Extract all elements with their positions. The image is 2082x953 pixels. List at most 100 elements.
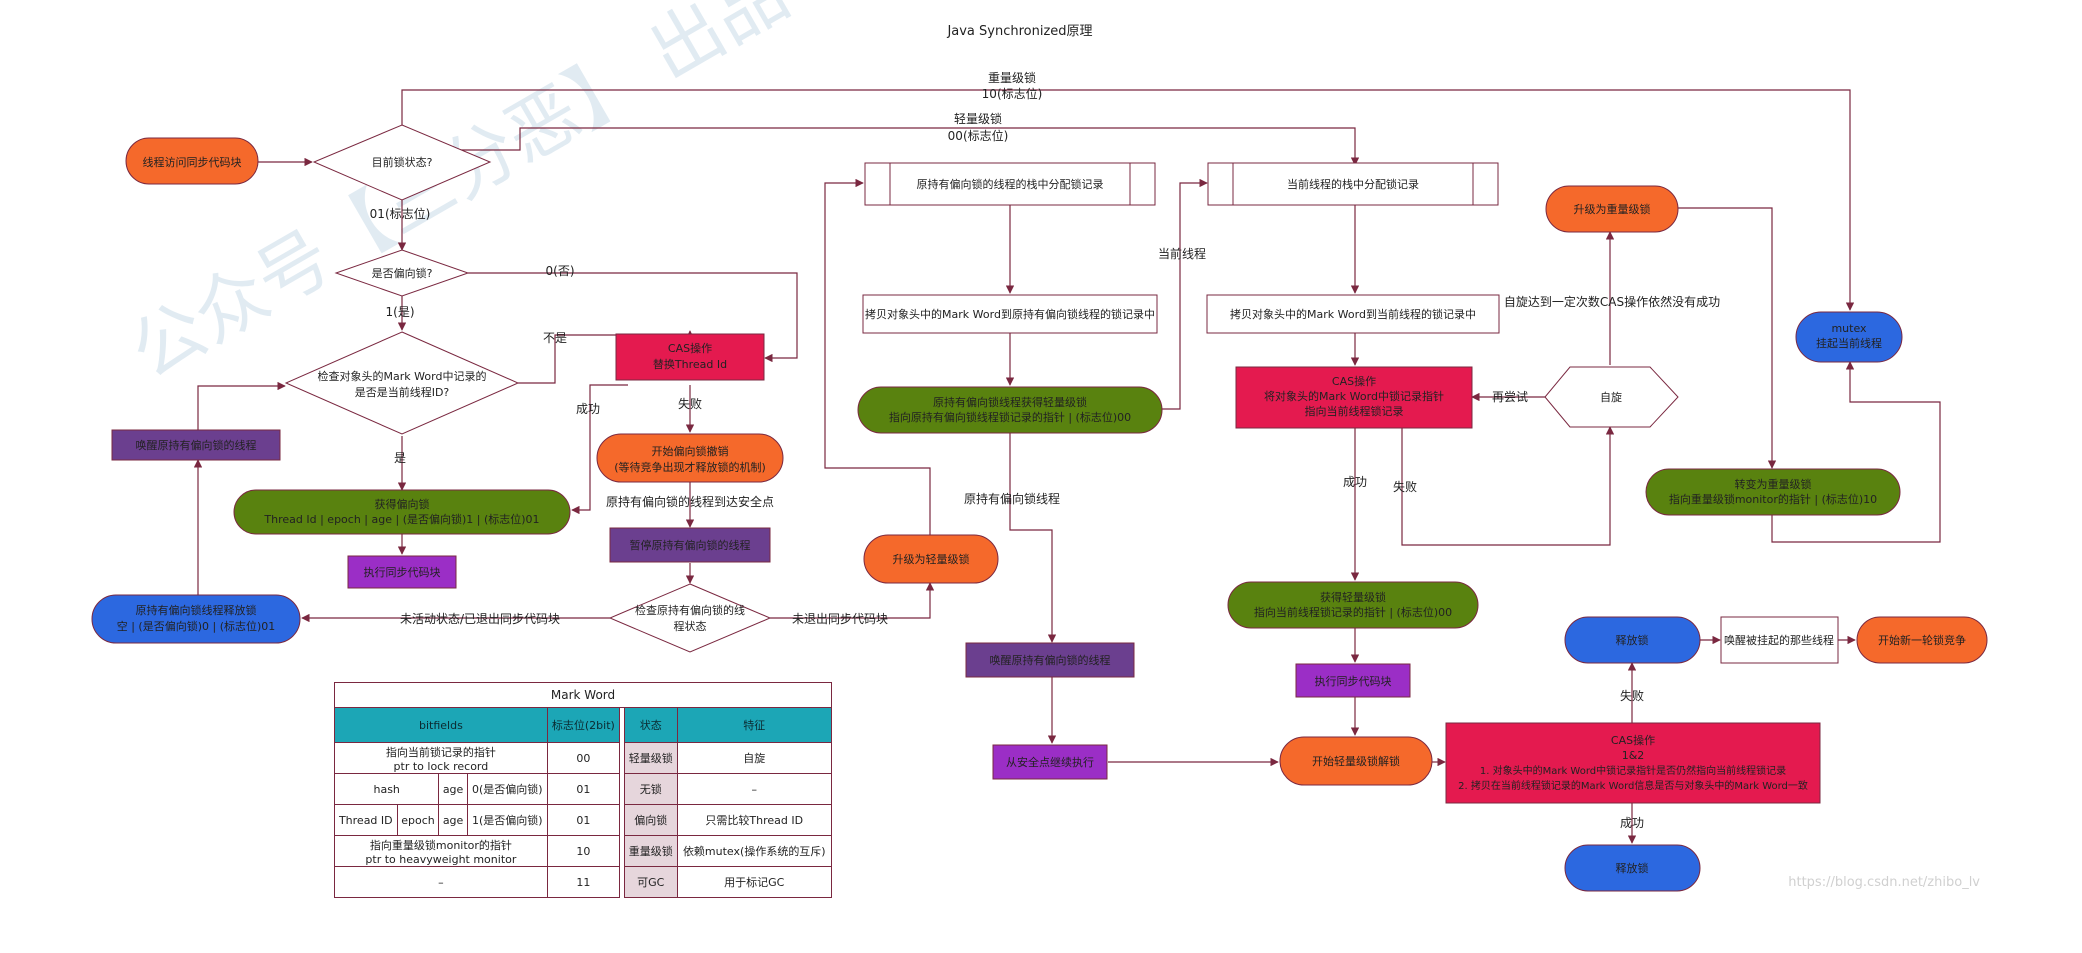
edge-label-success: 成功 — [576, 402, 600, 416]
svg-text:指向当前线程锁记录的指针 | (标志位)00: 指向当前线程锁记录的指针 | (标志位)00 — [1254, 605, 1452, 619]
diagram-title: Java Synchronized原理 — [946, 24, 1092, 39]
node-to-heavy: 转变为重量级锁 指向重量级锁monitor的指针 | (标志位)10 — [1645, 468, 1901, 516]
flag-cell: 01 — [546, 804, 620, 836]
feature-cell: 依赖mutex(操作系统的互斥) — [676, 835, 833, 867]
svg-text:升级为轻量级锁: 升级为轻量级锁 — [893, 552, 970, 566]
node-is-biased: 是否偏向锁? — [334, 249, 470, 297]
svg-text:挂起当前线程: 挂起当前线程 — [1816, 336, 1882, 350]
edge-label-fail2: 失败 — [1393, 479, 1417, 494]
edge-label-fail: 失败 — [678, 396, 702, 411]
edge-label-current-thread: 当前线程 — [1158, 246, 1206, 261]
edge-label-yes: 是 — [394, 451, 406, 465]
mark-word-title: Mark Word — [334, 682, 832, 708]
bits-cell: epoch — [396, 804, 440, 836]
svg-text:获得偏向锁: 获得偏向锁 — [375, 497, 430, 511]
svg-text:原持有偏向锁的线程的栈中分配锁记录: 原持有偏向锁的线程的栈中分配锁记录 — [917, 177, 1104, 191]
svg-text:检查对象头的Mark Word中记录的: 检查对象头的Mark Word中记录的 — [318, 369, 487, 383]
mark-word-header-row: bitfields 标志位(2bit) 状态 特征 — [334, 707, 833, 743]
bits-text: 指向重量级锁monitor的指针 — [369, 838, 512, 852]
node-get-biased: 获得偏向锁 Thread Id | epoch | age | (是否偏向锁)1… — [233, 489, 571, 535]
feature-cell: 只需比较Thread ID — [676, 804, 833, 836]
svg-text:指向原持有偏向锁线程锁记录的指针 | (标志位)00: 指向原持有偏向锁线程锁记录的指针 | (标志位)00 — [889, 410, 1131, 424]
node-wake-holder: 唤醒原持有偏向锁的线程 — [965, 642, 1135, 678]
svg-text:CAS操作: CAS操作 — [1611, 733, 1655, 747]
table-row: hash age 0(是否偏向锁) 01 无锁 – — [333, 773, 833, 805]
node-upgrade-light: 升级为轻量级锁 — [863, 534, 999, 584]
node-exec-sync-2: 执行同步代码块 — [1295, 663, 1411, 698]
bits-cell: age — [438, 804, 468, 836]
node-release-fail: 释放锁 — [1564, 616, 1701, 664]
svg-text:原持有偏向锁线程释放锁: 原持有偏向锁线程释放锁 — [136, 603, 257, 617]
bits-cell: – — [334, 866, 548, 898]
node-revoke-start: 开始偏向锁撤销 (等待竞争出现才释放锁的机制) — [596, 433, 784, 483]
edge-label-spin-limit: 自旋达到一定次数CAS操作依然没有成功 — [1504, 294, 1720, 309]
edge-label-holder-thread: 原持有偏向锁线程 — [964, 491, 1060, 506]
table-row: – 11 可GC 用于标记GC — [334, 866, 833, 898]
svg-text:拷贝对象头中的Mark Word到原持有偏向锁线程的锁记录中: 拷贝对象头中的Mark Word到原持有偏向锁线程的锁记录中 — [865, 307, 1155, 321]
table-gap — [618, 742, 625, 774]
bits-cell: 1(是否偏向锁) — [466, 804, 548, 836]
node-new-round: 开始新一轮锁竞争 — [1856, 616, 1988, 664]
svg-text:替换Thread Id: 替换Thread Id — [653, 357, 727, 371]
mark-word-table: Mark Word bitfields 标志位(2bit) 状态 特征 指向当前… — [333, 682, 833, 898]
table-gap — [618, 773, 625, 805]
header-bitfields: bitfields — [334, 707, 548, 743]
svg-text:1. 对象头中的Mark Word中锁记录指针是否仍然指向当: 1. 对象头中的Mark Word中锁记录指针是否仍然指向当前线程锁记录 — [1480, 764, 1786, 777]
svg-text:升级为重量级锁: 升级为重量级锁 — [1574, 202, 1651, 216]
svg-text:拷贝对象头中的Mark Word到当前线程的锁记录中: 拷贝对象头中的Mark Word到当前线程的锁记录中 — [1230, 307, 1476, 321]
flag-cell: 11 — [546, 866, 620, 898]
edge-labels: 重量级锁 10(标志位) 轻量级锁 00(标志位) 01(标志位) 0(否) 1… — [370, 70, 1720, 830]
svg-text:是否是当前线程ID?: 是否是当前线程ID? — [355, 385, 450, 399]
edge-label-light: 轻量级锁 — [954, 111, 1002, 126]
svg-text:当前线程的栈中分配锁记录: 当前线程的栈中分配锁记录 — [1287, 177, 1419, 191]
bits-cell: Thread ID — [334, 804, 398, 836]
svg-text:唤醒被挂起的那些线程: 唤醒被挂起的那些线程 — [1724, 633, 1834, 647]
svg-text:指向当前线程锁记录: 指向当前线程锁记录 — [1305, 404, 1404, 418]
svg-text:开始新一轮锁竞争: 开始新一轮锁竞争 — [1878, 633, 1966, 647]
feature-cell: 自旋 — [676, 742, 833, 774]
edge-label-success3: 成功 — [1620, 816, 1644, 830]
svg-text:开始偏向锁撤销: 开始偏向锁撤销 — [652, 444, 729, 458]
node-check-holder: 检查原持有偏向锁的线 程状态 — [608, 583, 772, 653]
edge-label-fail3: 失败 — [1620, 688, 1644, 703]
table-gap — [618, 804, 625, 836]
bits-cell: age — [438, 773, 468, 805]
table-row: Thread ID epoch age 1(是否偏向锁) 01 偏向锁 只需比较… — [334, 804, 833, 836]
edge-label-no: 0(否) — [546, 264, 575, 278]
table-row: 指向当前锁记录的指针 ptr to lock record 00 轻量级锁 自旋 — [334, 742, 833, 774]
edge-label-not-exited: 未退出同步代码块 — [792, 612, 888, 626]
svg-text:CAS操作: CAS操作 — [668, 341, 712, 355]
node-pause-holder: 暂停原持有偏向锁的线程 — [609, 527, 771, 563]
flag-cell: 00 — [546, 742, 620, 774]
svg-text:释放锁: 释放锁 — [1616, 861, 1649, 875]
node-lock-state: 目前锁状态? — [312, 124, 492, 201]
node-upgrade-heavy: 升级为重量级锁 — [1545, 185, 1679, 233]
node-start: 线程访问同步代码块 — [125, 137, 259, 185]
svg-text:Thread Id | epoch | age | (是否偏: Thread Id | epoch | age | (是否偏向锁)1 | (标志… — [263, 512, 539, 526]
node-cas-mark: CAS操作 将对象头的Mark Word中锁记录指针 指向当前线程锁记录 — [1235, 366, 1473, 429]
connectors — [193, 89, 1941, 844]
edge-label-inactive: 未活动状态/已退出同步代码块 — [400, 612, 560, 626]
node-get-light: 获得轻量级锁 指向当前线程锁记录的指针 | (标志位)00 — [1227, 581, 1479, 629]
mark-word-title-row: Mark Word — [334, 682, 832, 708]
edge-label-safepoint: 原持有偏向锁的线程到达安全点 — [606, 494, 774, 509]
flag-cell: 10 — [546, 835, 620, 867]
node-wake-suspended: 唤醒被挂起的那些线程 — [1720, 616, 1839, 664]
bits-text: 指向当前锁记录的指针 — [385, 745, 496, 759]
node-mutex: mutex 挂起当前线程 — [1795, 311, 1903, 363]
svg-text:检查原持有偏向锁的线: 检查原持有偏向锁的线 — [635, 603, 745, 617]
node-holder-light: 原持有偏向锁线程获得轻量级锁 指向原持有偏向锁线程锁记录的指针 | (标志位)0… — [857, 386, 1163, 434]
svg-text:自旋: 自旋 — [1600, 390, 1622, 404]
node-exec-sync-1: 执行同步代码块 — [347, 555, 457, 589]
node-wake-biased: 唤醒原持有偏向锁的线程 — [111, 429, 281, 461]
feature-cell: 用于标记GC — [676, 866, 833, 898]
node-alloc-current: 当前线程的栈中分配锁记录 — [1207, 162, 1499, 206]
node-spin: 自旋 — [1544, 366, 1679, 428]
edge-label-heavy: 重量级锁 — [988, 70, 1036, 85]
svg-text:执行同步代码块: 执行同步代码块 — [1315, 674, 1392, 688]
svg-text:线程访问同步代码块: 线程访问同步代码块 — [143, 155, 242, 169]
bits-cell: hash — [333, 773, 440, 805]
table-row: 指向重量级锁monitor的指针 ptr to heavyweight moni… — [334, 835, 833, 867]
edge-label-yes1: 1(是) — [386, 305, 415, 319]
